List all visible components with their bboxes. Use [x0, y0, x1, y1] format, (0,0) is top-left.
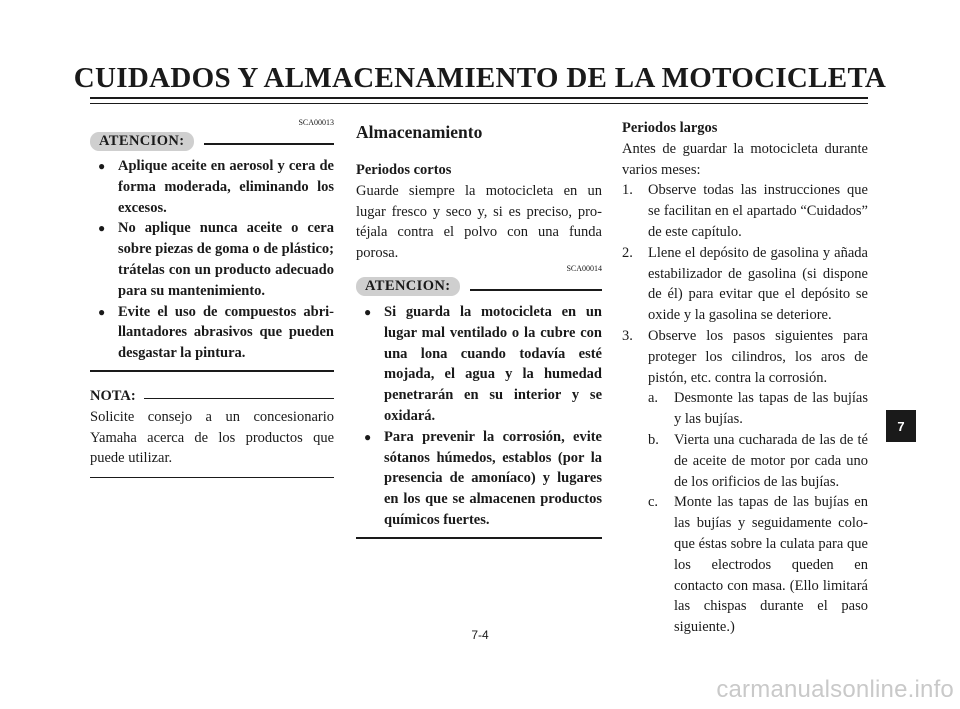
- chapter-tab: 7: [886, 410, 916, 442]
- subsection-title: Periodos largos: [622, 120, 718, 136]
- substep-letter: b.: [648, 431, 659, 448]
- step-number: 2.: [622, 244, 633, 261]
- subsection-title: Periodos cortos: [356, 162, 452, 178]
- step-text: Observe todas las instrucciones que se f…: [648, 182, 868, 240]
- bullet-item: Si guarda la motocicleta en un lugar mal…: [356, 302, 602, 427]
- column-left: SCA00013 ATENCION: Aplique aceite en aer…: [90, 118, 334, 479]
- caution-heading: ATENCION:: [90, 130, 334, 152]
- caution-rule: [469, 288, 602, 291]
- note-label: NOTA:: [90, 387, 136, 404]
- caution-badge: ATENCION:: [90, 131, 194, 151]
- section-title: Almacenamiento: [356, 122, 483, 142]
- paragraph: Guarde siempre la motocicleta en un luga…: [356, 182, 602, 262]
- note-heading: NOTA:: [90, 386, 334, 407]
- watermark: carmanualsonline.info: [716, 676, 954, 703]
- list-item: a. Desmonte las tapas de las bujías y la…: [648, 388, 868, 430]
- caution-end-rule: [90, 369, 334, 372]
- caution-rule: [203, 143, 334, 145]
- step-number: 1.: [622, 182, 633, 199]
- bullet-item: No aplique nunca aceite o cera sobre pie…: [90, 218, 334, 301]
- step-text: Llene el depósito de gasolina y añada es…: [648, 244, 868, 324]
- substep-text: Desmonte las tapas de las bujías y las b…: [674, 390, 868, 428]
- page-number: 7-4: [471, 628, 489, 642]
- list-item: 2. Llene el depósito de gasolina y añada…: [622, 243, 868, 326]
- column-middle: Almacenamiento Periodos cortos Guarde si…: [356, 118, 602, 539]
- header-rule: [90, 97, 868, 104]
- bullet-item: Para prevenir la corrosión, evite sótano…: [356, 427, 602, 531]
- list-item: b. Vierta una cucharada de las de té de …: [648, 430, 868, 492]
- note-text: Solicite consejo a un concesionario Yama…: [90, 408, 334, 467]
- paragraph: Antes de guardar la motocicleta duran­te…: [622, 140, 868, 178]
- caution-heading: ATENCION:: [356, 276, 602, 298]
- note-rule: [143, 397, 334, 399]
- step-number: 3.: [622, 327, 633, 344]
- steps-list: 1. Observe todas las instrucciones que s…: [622, 180, 868, 638]
- caution-list: Aplique aceite en aerosol y cera de form…: [90, 156, 334, 364]
- section-code: SCA00014: [566, 263, 602, 273]
- list-item: c. Monte las tapas de las bujías en las …: [648, 492, 868, 638]
- substep-letter: a.: [648, 390, 659, 407]
- list-item: 3. Observe los pasos siguientes para pro…: [622, 326, 868, 638]
- list-item: 1. Observe todas las instrucciones que s…: [622, 180, 868, 242]
- note-end-rule: [90, 477, 334, 479]
- column-right: Periodos largos Antes de guardar la moto…: [622, 118, 868, 638]
- bullet-item: Aplique aceite en aerosol y cera de form…: [90, 156, 334, 218]
- caution-list: Si guarda la motocicleta en un lugar mal…: [356, 302, 602, 531]
- substep-letter: c.: [648, 494, 659, 511]
- substeps-list: a. Desmonte las tapas de las bujías y la…: [648, 388, 868, 638]
- substep-text: Monte las tapas de las bujías en las buj…: [674, 494, 868, 636]
- caution-badge: ATENCION:: [356, 277, 460, 297]
- caution-end-rule: [356, 536, 602, 539]
- step-text: Observe los pasos siguientes para proteg…: [648, 327, 868, 386]
- bullet-item: Evite el uso de compuestos abri­llantado…: [90, 302, 334, 364]
- section-code: SCA00013: [298, 118, 334, 127]
- substep-text: Vierta una cucharada de las de té de ace…: [674, 431, 868, 490]
- page-title: CUIDADOS Y ALMACENAMIENTO DE LA MOTOCICL…: [73, 62, 887, 94]
